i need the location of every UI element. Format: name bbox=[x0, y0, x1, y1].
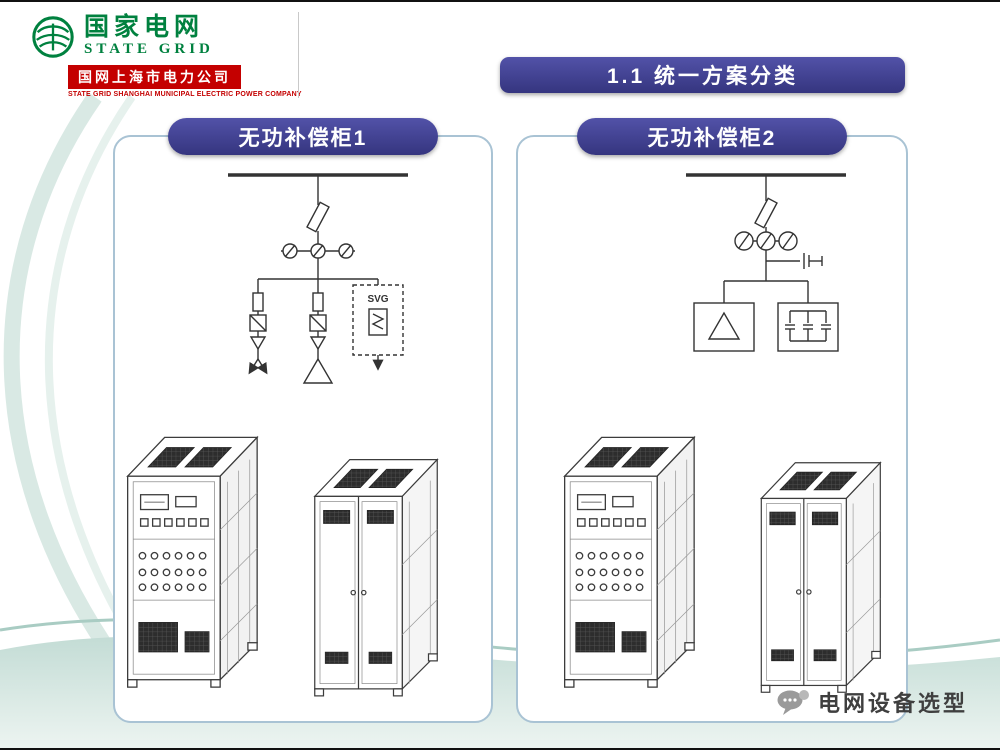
cabinet-2-open-drawing bbox=[548, 403, 733, 703]
single-line-diagram-2 bbox=[686, 173, 846, 352]
company-name-cn: 国网上海市电力公司 bbox=[68, 65, 241, 89]
watermark-text: 电网设备选型 bbox=[817, 691, 968, 716]
state-grid-logo: 国家电网 STATE GRID 国网上海市电力公司 STATE GRID SHA… bbox=[30, 13, 302, 98]
panel-cabinet-2: 无功补偿柜2 bbox=[516, 118, 908, 723]
chat-bubble-icon bbox=[777, 690, 809, 715]
brand-name-en: STATE GRID bbox=[84, 41, 214, 58]
logo-divider bbox=[298, 12, 299, 98]
svg-device-label: SVG bbox=[367, 294, 388, 305]
panel-cabinet-1: 无功补偿柜1 bbox=[111, 118, 493, 723]
cabinet-2-closed-drawing bbox=[746, 433, 916, 705]
cabinet-1-open-drawing bbox=[111, 403, 296, 703]
panel-1-header: 无功补偿柜1 bbox=[168, 118, 438, 155]
state-grid-logo-icon bbox=[32, 16, 74, 58]
cabinet-1-closed-drawing bbox=[299, 433, 474, 705]
slide-title: 1.1 统一方案分类 bbox=[500, 57, 905, 93]
panel-2-header: 无功补偿柜2 bbox=[577, 118, 847, 155]
single-line-diagram-1: SVG bbox=[228, 173, 408, 384]
brand-name-cn: 国家电网 bbox=[84, 13, 205, 41]
company-name-en: STATE GRID SHANGHAI MUNICIPAL ELECTRIC P… bbox=[68, 91, 302, 98]
watermark: 电网设备选型 bbox=[776, 686, 968, 718]
